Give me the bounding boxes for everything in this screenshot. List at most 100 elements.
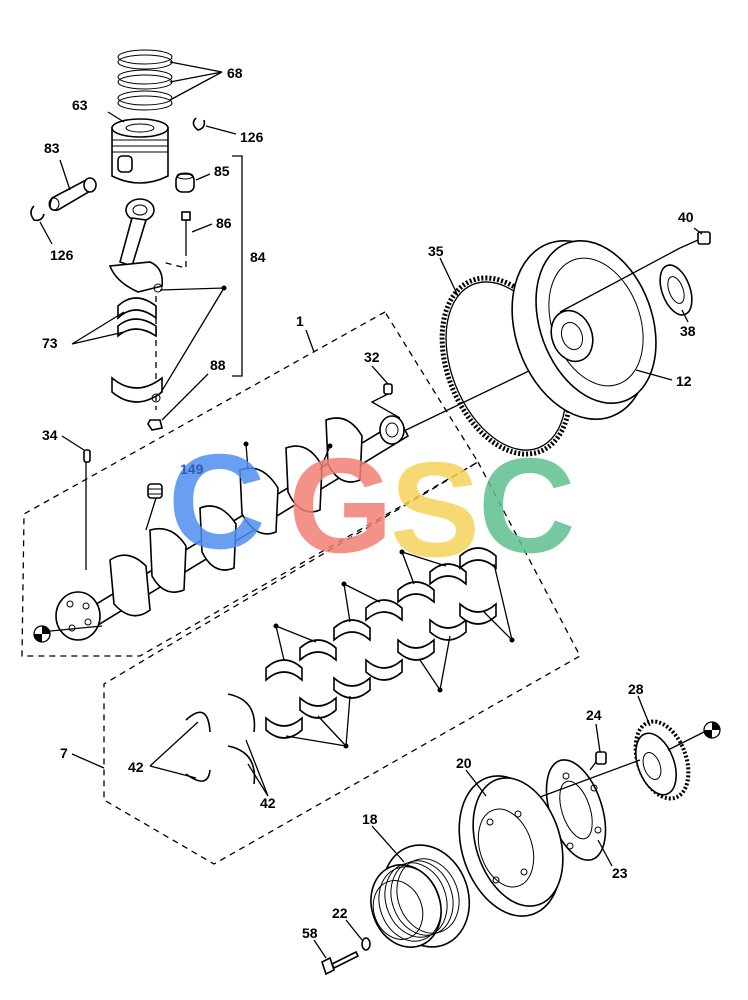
leader-68 bbox=[169, 61, 223, 101]
leader-38 bbox=[681, 309, 689, 323]
callout-24: 24 bbox=[586, 707, 602, 723]
callout-58: 58 bbox=[302, 925, 318, 941]
circlip-left bbox=[30, 205, 45, 222]
lock-plate-38 bbox=[659, 264, 693, 316]
leader-149-line bbox=[145, 497, 157, 531]
leader-63 bbox=[107, 111, 125, 123]
washer-22 bbox=[361, 937, 371, 951]
callout-12: 12 bbox=[676, 373, 692, 389]
callout-1: 1 bbox=[296, 313, 304, 329]
callout-85: 85 bbox=[214, 163, 230, 179]
crank-front-axis bbox=[39, 625, 103, 633]
leader-42-left bbox=[149, 721, 199, 779]
leader-73 bbox=[71, 311, 125, 345]
thrust-washers bbox=[185, 693, 256, 785]
leader-85 bbox=[195, 173, 211, 181]
leader-58 bbox=[313, 939, 327, 959]
callout-86: 86 bbox=[216, 215, 232, 231]
leader-35 bbox=[439, 257, 459, 297]
callout-23: 23 bbox=[612, 865, 628, 881]
leader-88 bbox=[161, 373, 209, 421]
dowel-pin-32 bbox=[383, 383, 393, 395]
screw-24 bbox=[589, 751, 607, 771]
callout-20: 20 bbox=[456, 755, 472, 771]
callout-labels: 68 63 126 83 85 86 126 84 1 73 32 88 34 … bbox=[42, 65, 696, 941]
watermark-letter-1: C bbox=[168, 426, 266, 577]
callout-83: 83 bbox=[44, 140, 60, 156]
callout-34: 34 bbox=[42, 427, 58, 443]
piston-pin bbox=[48, 177, 97, 212]
crankshaft bbox=[55, 415, 410, 641]
callout-84: 84 bbox=[250, 249, 266, 265]
leader-84-dot bbox=[159, 287, 226, 395]
callout-68: 68 bbox=[227, 65, 243, 81]
callout-73: 73 bbox=[42, 335, 58, 351]
dowel-pin-34 bbox=[83, 449, 91, 463]
flywheel-bolt-axis bbox=[559, 247, 681, 313]
callout-35: 35 bbox=[428, 243, 444, 259]
callout-22: 22 bbox=[332, 905, 348, 921]
callout-88: 88 bbox=[210, 357, 226, 373]
reference-mark-right bbox=[703, 721, 721, 739]
leader-28 bbox=[637, 695, 651, 727]
piston bbox=[111, 118, 169, 184]
leader-126-top bbox=[205, 125, 237, 135]
callout-18: 18 bbox=[362, 811, 378, 827]
bolt-axis bbox=[161, 250, 187, 269]
plug-149 bbox=[147, 483, 163, 499]
dot-84 bbox=[221, 285, 227, 291]
leader-40 bbox=[693, 227, 703, 235]
rod-cap bbox=[111, 376, 163, 403]
reference-mark-left bbox=[33, 625, 51, 643]
leader-24 bbox=[595, 723, 601, 753]
damper-pulley-20 bbox=[458, 775, 564, 917]
bolt-58 bbox=[321, 950, 360, 976]
main-bearing-shells bbox=[265, 547, 497, 739]
leader-7 bbox=[71, 753, 105, 769]
callout-149: 149 bbox=[180, 461, 204, 477]
callout-42-left: 42 bbox=[128, 759, 144, 775]
rod-nut bbox=[147, 419, 163, 431]
leader-32-line bbox=[370, 393, 401, 419]
callout-40: 40 bbox=[678, 209, 694, 225]
leader-20 bbox=[465, 769, 487, 797]
callout-126-top: 126 bbox=[240, 129, 264, 145]
leader-crank-dots bbox=[245, 443, 331, 471]
watermark-letter-2: G bbox=[288, 430, 393, 581]
watermark-logo: C G S C bbox=[168, 426, 576, 585]
leader-22 bbox=[345, 919, 363, 941]
leader-1 bbox=[305, 329, 315, 353]
small-end-bushing bbox=[175, 172, 195, 193]
crank-gear-28 bbox=[633, 719, 691, 801]
callout-126-left: 126 bbox=[50, 247, 74, 263]
circlip-top bbox=[192, 117, 206, 131]
callout-28: 28 bbox=[628, 681, 644, 697]
callout-42-right: 42 bbox=[260, 795, 276, 811]
connecting-rod bbox=[108, 198, 164, 293]
flywheel-bolt-40 bbox=[679, 231, 711, 249]
callout-38: 38 bbox=[680, 323, 696, 339]
pulley-18 bbox=[370, 844, 471, 948]
piston-rings bbox=[117, 49, 173, 111]
callout-7: 7 bbox=[60, 745, 68, 761]
leader-12 bbox=[635, 369, 673, 381]
watermark-letter-4: C bbox=[478, 430, 576, 581]
gear-axis bbox=[667, 731, 705, 751]
leader-86 bbox=[191, 223, 213, 233]
leader-83 bbox=[59, 159, 71, 191]
bearing-shells-rod bbox=[117, 297, 157, 338]
leader-32 bbox=[371, 365, 389, 385]
leader-18 bbox=[371, 825, 405, 863]
bracket-84 bbox=[232, 155, 243, 377]
watermark-letter-3: S bbox=[390, 434, 480, 585]
callout-63: 63 bbox=[72, 97, 88, 113]
group-1-outline bbox=[21, 311, 479, 657]
leader-42-right bbox=[245, 739, 269, 797]
flywheel bbox=[511, 239, 657, 420]
leader-23 bbox=[597, 839, 613, 867]
hub-axis bbox=[531, 759, 641, 801]
callout-32: 32 bbox=[364, 349, 380, 365]
leader-34 bbox=[61, 435, 85, 451]
leader-126-left bbox=[39, 221, 53, 245]
